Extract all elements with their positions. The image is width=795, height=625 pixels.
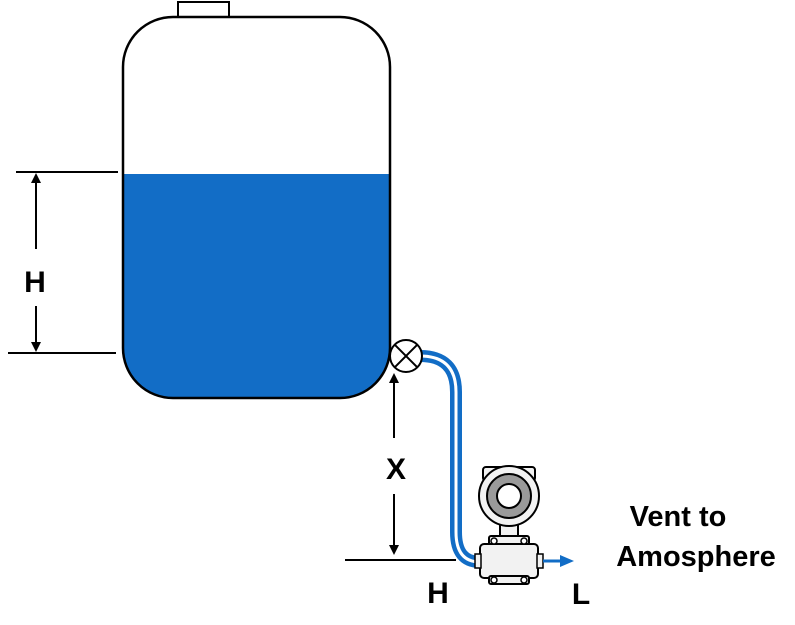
impulse-line — [419, 350, 481, 568]
tank-shell — [121, 15, 392, 400]
flange-bolt — [520, 537, 528, 545]
isolation-valve-icon — [389, 339, 423, 373]
tank-nozzle — [177, 1, 230, 18]
vent-label-line2: Amosphere — [616, 541, 776, 573]
tank — [121, 1, 392, 400]
level-height-label: H — [24, 266, 46, 299]
tank-liquid — [123, 174, 390, 398]
transmitter-body — [479, 543, 539, 579]
vent-label-line1: Vent to — [630, 501, 727, 533]
high-side-label: H — [427, 577, 449, 610]
low-side-label: L — [572, 578, 590, 611]
transmitter-display — [496, 483, 522, 509]
pressure-transmitter-icon — [474, 465, 544, 585]
vent-arrow — [543, 555, 574, 567]
low-side-port — [536, 553, 544, 569]
transmitter-offset-label: X — [386, 453, 406, 486]
transmitter-flange-bottom — [488, 575, 530, 585]
flange-bolt — [490, 576, 498, 584]
flange-bolt — [490, 537, 498, 545]
level-height-dimension: H — [8, 171, 118, 354]
high-side-port — [474, 553, 482, 569]
transmitter-offset-dimension: X — [345, 373, 456, 561]
flange-bolt — [520, 576, 528, 584]
